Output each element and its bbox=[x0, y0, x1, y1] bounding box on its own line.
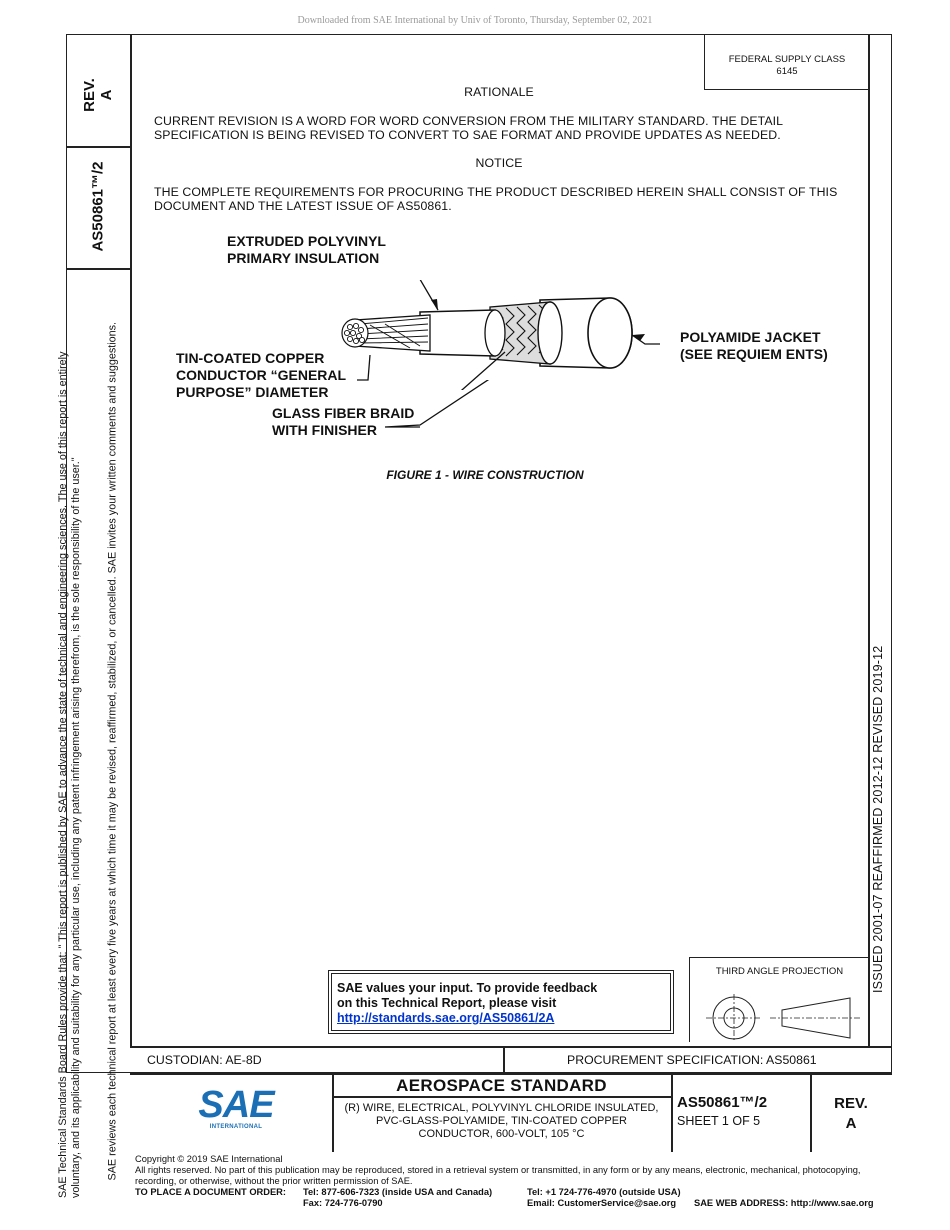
figure-caption: FIGURE 1 - WIRE CONSTRUCTION bbox=[386, 468, 584, 482]
document-title: (R) WIRE, ELECTRICAL, POLYVINYL CHLORIDE… bbox=[332, 1102, 671, 1141]
conductor-shape bbox=[341, 314, 431, 352]
feedback-box: SAE values your input. To provide feedba… bbox=[328, 970, 674, 1034]
rationale-line2: SPECIFICATION IS BEING REVISED TO CONVER… bbox=[154, 128, 781, 142]
callout-insulation: EXTRUDED POLYVINYL PRIMARY INSULATION bbox=[227, 233, 386, 267]
docnum-box-divider bbox=[66, 268, 130, 270]
title-rev-label: REV. bbox=[834, 1095, 868, 1112]
insulation-shape bbox=[419, 309, 506, 357]
standard-type: AEROSPACE STANDARD bbox=[396, 1076, 607, 1095]
rationale-text: CURRENT REVISION IS A WORD FOR WORD CONV… bbox=[154, 114, 864, 142]
side-doc-number: AS50861™/2 bbox=[89, 161, 107, 252]
jacket-shape bbox=[539, 297, 633, 369]
wire-construction-drawing bbox=[341, 280, 660, 390]
braid-shape bbox=[489, 301, 563, 365]
title-divider bbox=[671, 1073, 673, 1152]
footer-order-label: TO PLACE A DOCUMENT ORDER: bbox=[135, 1187, 286, 1197]
custodian: CUSTODIAN: AE-8D bbox=[147, 1053, 262, 1067]
side-rev: REV. A bbox=[81, 45, 115, 145]
title-block-mid-line bbox=[130, 1073, 892, 1075]
footer-rights2: recording, or otherwise, without the pri… bbox=[135, 1176, 413, 1186]
sae-logo-sub: INTERNATIONAL bbox=[209, 1124, 263, 1130]
footer: Copyright © 2019 SAE International All r… bbox=[135, 1154, 925, 1187]
callout-jacket-line1: POLYAMIDE JACKET bbox=[680, 329, 821, 345]
footer-tel-us: Tel: 877-606-7323 (inside USA and Canada… bbox=[303, 1187, 493, 1197]
footer-contacts-us: Tel: 877-606-7323 (inside USA and Canada… bbox=[303, 1187, 492, 1209]
title-line1: (R) WIRE, ELECTRICAL, POLYVINYL CHLORIDE… bbox=[344, 1102, 659, 1114]
docnum-divider bbox=[810, 1073, 812, 1152]
side-rev-value: A bbox=[98, 89, 115, 101]
side-notice-line1: SAE Technical Standards Board Rules prov… bbox=[57, 351, 69, 1198]
left-panel-divider bbox=[130, 34, 132, 1046]
callout-insulation-line2: PRIMARY INSULATION bbox=[227, 250, 380, 266]
callout-conductor: TIN-COATED COPPER CONDUCTOR “GENERAL PUR… bbox=[176, 350, 346, 401]
side-notice-line3: SAE reviews each technical report at lea… bbox=[106, 321, 119, 1181]
footer-copyright: Copyright © 2019 SAE International bbox=[135, 1154, 283, 1164]
footer-rights1: All rights reserved. No part of this pub… bbox=[135, 1165, 861, 1175]
supply-class-box: FEDERAL SUPPLY CLASS 6145 bbox=[704, 34, 869, 90]
braid-leader-line bbox=[384, 380, 490, 428]
supply-class-value: 6145 bbox=[776, 66, 798, 77]
projection-label: THIRD ANGLE PROJECTION bbox=[715, 966, 844, 977]
footer-web: SAE WEB ADDRESS: http://www.sae.org bbox=[694, 1198, 874, 1208]
notice-text: THE COMPLETE REQUIREMENTS FOR PROCURING … bbox=[154, 185, 864, 213]
notice-heading: NOTICE bbox=[475, 156, 523, 170]
title-line2: PVC-GLASS-POLYAMIDE, TIN-COATED COPPER bbox=[375, 1115, 627, 1127]
title-doc-block: AS50861™/2 SHEET 1 OF 5 bbox=[677, 1094, 767, 1128]
callout-jacket-line2: (SEE REQUIEM ENTS) bbox=[680, 346, 828, 362]
title-block-top-line bbox=[130, 1046, 892, 1048]
notice-line1: THE COMPLETE REQUIREMENTS FOR PROCURING … bbox=[154, 185, 838, 199]
projection-symbol-icon bbox=[706, 994, 862, 1042]
callout-jacket: POLYAMIDE JACKET (SEE REQUIEM ENTS) bbox=[680, 329, 828, 363]
sheet-number: SHEET 1 OF 5 bbox=[677, 1114, 761, 1128]
footer-fax: Fax: 724-776-0790 bbox=[303, 1198, 383, 1208]
footer-contacts-intl: Tel: +1 724-776-4970 (outside USA) Email… bbox=[527, 1187, 681, 1209]
feedback-link[interactable]: http://standards.sae.org/AS50861/2A bbox=[337, 1011, 555, 1025]
right-panel-divider bbox=[868, 34, 870, 1046]
notice-line2: DOCUMENT AND THE LATEST ISSUE OF AS50861… bbox=[154, 199, 452, 213]
page-frame bbox=[66, 34, 892, 1073]
revision-history: ISSUED 2001-07 REAFFIRMED 2012-12 REVISE… bbox=[871, 645, 885, 993]
title-rev-block: REV. A bbox=[812, 1094, 890, 1134]
rationale-heading: RATIONALE bbox=[464, 85, 534, 99]
rationale-line1: CURRENT REVISION IS A WORD FOR WORD CONV… bbox=[154, 114, 784, 128]
title-subline bbox=[332, 1096, 671, 1098]
callout-braid-line1: GLASS FIBER BRAID bbox=[272, 405, 415, 421]
title-rev-value: A bbox=[845, 1115, 857, 1132]
title-doc-number: AS50861™/2 bbox=[677, 1094, 768, 1111]
sae-logo: SAE INTERNATIONAL bbox=[196, 1086, 276, 1130]
side-rev-box: REV. A bbox=[66, 34, 130, 146]
footer-email: Email: CustomerService@sae.org bbox=[527, 1198, 677, 1208]
callout-braid: GLASS FIBER BRAID WITH FINISHER bbox=[272, 405, 414, 439]
sae-logo-mark: SAE bbox=[198, 1084, 274, 1126]
side-rev-label: REV. bbox=[81, 78, 98, 112]
feedback-line2: on this Technical Report, please visit bbox=[337, 996, 557, 1010]
supply-class-label: FEDERAL SUPPLY CLASS bbox=[728, 54, 846, 65]
callout-braid-line2: WITH FINISHER bbox=[272, 422, 377, 438]
custodian-divider bbox=[503, 1046, 505, 1073]
callout-conductor-line3: PURPOSE” DIAMETER bbox=[176, 384, 329, 400]
callout-conductor-line1: TIN-COATED COPPER bbox=[176, 350, 325, 366]
side-notice-line2: voluntary, and its applicability and sui… bbox=[70, 457, 82, 1198]
projection-box: THIRD ANGLE PROJECTION bbox=[689, 957, 869, 1042]
footer-tel-intl: Tel: +1 724-776-4970 (outside USA) bbox=[527, 1187, 681, 1197]
logo-divider bbox=[332, 1073, 334, 1152]
title-line3: CONDUCTOR, 600-VOLT, 105 °C bbox=[418, 1128, 585, 1140]
side-notice-block: SAE Technical Standards Board Rules prov… bbox=[57, 228, 83, 1198]
callout-conductor-line2: CONDUCTOR “GENERAL bbox=[176, 367, 347, 383]
feedback-line1: SAE values your input. To provide feedba… bbox=[337, 981, 598, 995]
rev-box-divider bbox=[66, 146, 130, 148]
download-notice: Downloaded from SAE International by Uni… bbox=[297, 15, 653, 26]
procurement-spec: PROCUREMENT SPECIFICATION: AS50861 bbox=[567, 1053, 817, 1067]
callout-insulation-line1: EXTRUDED POLYVINYL bbox=[227, 233, 386, 249]
feedback-inner: SAE values your input. To provide feedba… bbox=[331, 973, 671, 1031]
